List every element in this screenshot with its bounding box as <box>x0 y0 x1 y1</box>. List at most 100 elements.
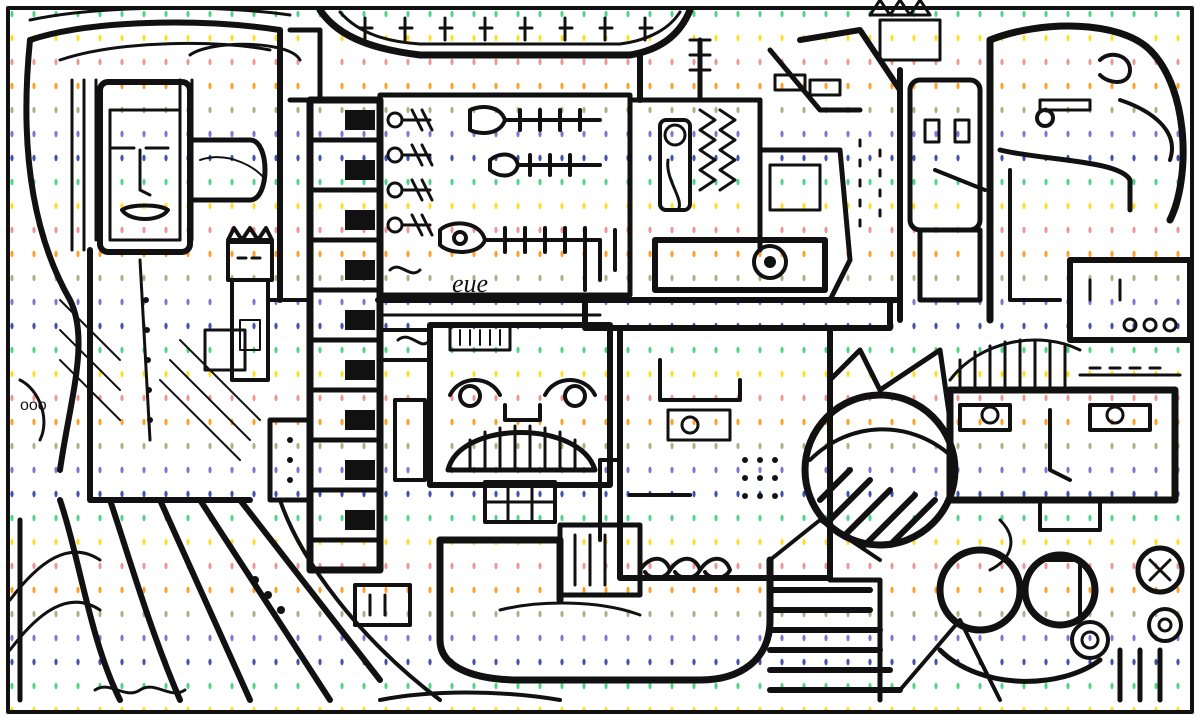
color-dot <box>582 442 586 450</box>
color-dot <box>1132 226 1136 234</box>
color-dot <box>406 346 410 354</box>
color-dot <box>934 322 938 330</box>
color-dot <box>208 442 212 450</box>
color-dot <box>692 586 696 594</box>
right-lower-face <box>936 338 1185 703</box>
color-dot <box>890 250 894 258</box>
color-dot <box>1022 466 1026 474</box>
color-dot <box>384 226 388 234</box>
color-dot <box>10 154 14 162</box>
color-dot <box>1044 274 1048 282</box>
color-dot <box>604 178 608 186</box>
color-dot <box>780 130 784 138</box>
color-dot <box>1132 274 1136 282</box>
color-dot <box>472 154 476 162</box>
color-dot <box>384 682 388 690</box>
color-dot <box>846 154 850 162</box>
color-dot <box>1066 538 1070 546</box>
color-dot <box>76 586 80 594</box>
color-dot <box>1022 562 1026 570</box>
color-dot <box>1000 106 1004 114</box>
color-dot <box>450 562 454 570</box>
color-dot <box>1132 418 1136 426</box>
center-mustache-face <box>378 322 613 524</box>
color-dot <box>10 562 14 570</box>
color-dot <box>912 322 916 330</box>
color-dot <box>780 370 784 378</box>
color-dot <box>32 610 36 618</box>
color-dot <box>1066 682 1070 690</box>
color-dot <box>1154 106 1158 114</box>
rabbit-figure <box>757 0 987 323</box>
color-dot <box>670 346 674 354</box>
color-dot <box>538 178 542 186</box>
outer-frame <box>6 6 1194 714</box>
color-dot <box>472 610 476 618</box>
color-dot <box>626 562 630 570</box>
color-dot <box>956 586 960 594</box>
color-dot <box>1022 202 1026 210</box>
color-dot <box>32 346 36 354</box>
color-dot <box>296 562 300 570</box>
color-dot <box>450 490 454 498</box>
color-dot <box>736 634 740 642</box>
color-dot <box>186 418 190 426</box>
color-dot <box>428 82 432 90</box>
color-dot <box>802 562 806 570</box>
color-dot <box>1132 130 1136 138</box>
color-dot <box>648 562 652 570</box>
color-dot <box>318 154 322 162</box>
color-dot <box>428 610 432 618</box>
color-dot <box>406 322 410 330</box>
color-dot <box>1176 538 1180 546</box>
color-dot <box>318 322 322 330</box>
color-dot <box>1088 250 1092 258</box>
color-dot <box>54 346 58 354</box>
color-dot <box>956 34 960 42</box>
color-dot <box>1110 10 1114 18</box>
color-dot <box>912 202 916 210</box>
color-dot <box>538 226 542 234</box>
color-dot <box>648 538 652 546</box>
color-dot <box>736 178 740 186</box>
color-dot <box>714 34 718 42</box>
color-dot <box>274 370 278 378</box>
color-dot <box>472 514 476 522</box>
color-dot <box>208 34 212 42</box>
color-dot <box>406 34 410 42</box>
color-dot <box>890 130 894 138</box>
color-dot <box>802 418 806 426</box>
color-dot <box>1154 346 1158 354</box>
color-dot <box>868 274 872 282</box>
color-dot <box>164 634 168 642</box>
color-dot <box>846 490 850 498</box>
color-dot <box>450 226 454 234</box>
color-dot <box>890 346 894 354</box>
color-dot <box>802 130 806 138</box>
color-dot <box>978 538 982 546</box>
color-dot <box>428 202 432 210</box>
color-dot <box>692 634 696 642</box>
color-dot <box>318 346 322 354</box>
color-dot <box>1044 346 1048 354</box>
color-dot <box>142 634 146 642</box>
color-dot <box>1066 82 1070 90</box>
color-dot <box>626 10 630 18</box>
color-dot <box>428 274 432 282</box>
color-dot <box>670 106 674 114</box>
color-dot <box>648 682 652 690</box>
color-dot <box>296 250 300 258</box>
color-dot <box>1154 250 1158 258</box>
color-dot <box>32 58 36 66</box>
color-dot <box>406 370 410 378</box>
color-dot <box>626 658 630 666</box>
color-dot <box>604 250 608 258</box>
color-dot <box>472 274 476 282</box>
color-dot <box>560 178 564 186</box>
color-dot <box>186 10 190 18</box>
color-dot <box>450 442 454 450</box>
color-dot <box>98 370 102 378</box>
color-dot <box>428 10 432 18</box>
color-dot <box>956 274 960 282</box>
color-dot <box>714 682 718 690</box>
